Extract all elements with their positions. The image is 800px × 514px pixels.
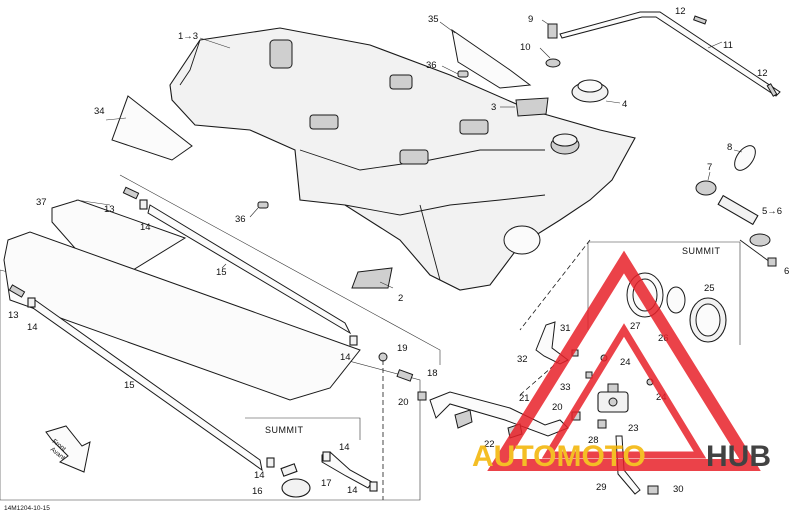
fuel-pickup-16 [281,478,311,498]
callout-1-3: 1→3 [178,31,198,42]
drawing-code: 14M1204-10-15 [4,505,50,512]
callout-19: 19 [397,343,408,354]
callout-32: 32 [517,354,528,365]
hose-assembly-panel: Front Avant SUMMIT [0,174,441,501]
callout-14f: 14 [347,485,358,496]
callout-37: 37 [36,197,47,208]
callout-15b: 15 [124,380,135,391]
callout-17: 17 [321,478,332,489]
fitting-14-lower [27,297,36,308]
pad-34 [111,95,193,161]
callout-12b: 12 [757,68,768,79]
clamp-12a [693,15,707,25]
watermark-triangle [487,250,761,471]
callout-23: 23 [628,423,639,434]
clamp-12b [766,83,778,97]
callout-8: 8 [727,142,732,153]
summit-label-left: SUMMIT [265,425,304,435]
callout-36b: 36 [235,214,246,225]
callout-14b: 14 [27,322,38,333]
callout-10: 10 [520,42,531,53]
hose-29 [615,435,641,495]
callout-31: 31 [560,323,571,334]
callout-18: 18 [427,368,438,379]
callout-24a: 24 [620,357,631,368]
gasket-8 [734,145,756,171]
fitting-14-upper [139,199,148,210]
summit-label-right: SUMMIT [682,246,721,256]
clip-36-upper [457,70,469,78]
pad-35 [451,28,532,89]
callout-16: 16 [252,486,263,497]
callout-34: 34 [94,106,105,117]
callout-15a: 15 [216,267,227,278]
front-arrow: Front Avant [45,425,91,473]
callout-4: 4 [622,99,627,110]
fuel-level-sender-5 [717,194,771,263]
callout-9: 9 [528,14,533,25]
fitting-18 [396,369,414,382]
clip-6 [767,257,777,267]
callout-5-6: 5→6 [762,206,782,217]
callout-35: 35 [428,14,439,25]
pad-large [3,231,361,401]
callout-2: 2 [398,293,403,304]
flange-26 [666,286,686,314]
clamp-30 [647,485,659,495]
spacer-3 [515,97,549,117]
callout-14e: 14 [254,470,265,481]
fuel-tank [169,27,636,291]
vent-hose-11 [559,11,781,97]
leader-lines [75,19,743,289]
hose-15-upper [147,204,352,335]
fitting-13-lower [8,284,26,298]
watermark-logo: AUTOMOTO HUB [472,250,771,473]
callout-20a: 20 [398,397,409,408]
callout-14c: 14 [340,352,351,363]
callout-26: 26 [658,333,669,344]
watermark-text-hub: HUB [706,440,771,473]
callout-6: 6 [784,266,789,277]
callout-11: 11 [723,40,733,51]
fitting-14-mid [349,335,358,346]
clamp-20-left [417,391,427,401]
fuel-pump-23 [597,383,629,413]
watermark-text-automoto: AUTOMOTO [472,440,646,473]
hose-21 [429,391,569,437]
callout-33: 33 [560,382,571,393]
callout-13b: 13 [8,310,19,321]
callout-22: 22 [484,439,495,450]
callout-12a: 12 [675,6,686,17]
fitting-13-upper [122,186,140,200]
valve-9 [547,23,558,39]
filler-cap-4 [571,79,609,103]
nut-7 [695,180,717,196]
clip-36-lower [257,201,269,209]
callout-20b: 20 [552,402,563,413]
callout-29: 29 [596,482,607,493]
fitting-19 [378,352,388,362]
callout-30: 30 [673,484,684,495]
callout-14a: 14 [140,222,151,233]
callout-28: 28 [588,435,599,446]
grommet-10 [545,58,561,68]
callout-36a: 36 [426,60,437,71]
callout-14d: 14 [339,442,350,453]
callout-25: 25 [704,283,715,294]
callout-27: 27 [630,321,641,332]
callout-3: 3 [491,102,496,113]
callout-7: 7 [707,162,712,173]
callout-21: 21 [519,393,530,404]
callout-13a: 13 [104,204,115,215]
